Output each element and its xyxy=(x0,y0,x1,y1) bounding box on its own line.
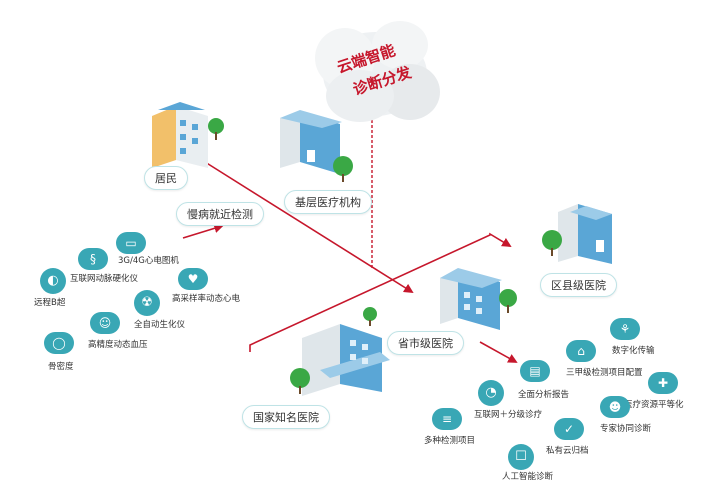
provincial-building xyxy=(363,268,517,330)
county-building xyxy=(542,204,612,264)
left-device-1: 3G/4G心电图机 xyxy=(118,256,179,266)
provincial-to-features-arrow xyxy=(479,341,518,363)
chronic-label: 慢病就近检测 xyxy=(176,202,264,226)
resident-label: 居民 xyxy=(144,166,188,190)
network-icon: ⚘ xyxy=(610,318,640,340)
right-feature-3: 全面分析报告 xyxy=(518,390,570,400)
heart-icon: ♥ xyxy=(178,268,208,290)
cloud-check-icon: ✓ xyxy=(554,418,584,440)
biohazard-icon: ☢ xyxy=(134,290,160,316)
left-device-4: 高采样率动态心电 xyxy=(172,294,241,304)
left-device-6: 高精度动态血压 xyxy=(88,340,148,350)
resident-building xyxy=(152,102,224,168)
right-feature-5: 互联网＋分级诊疗 xyxy=(474,410,543,420)
rss-icon: ◔ xyxy=(478,380,504,406)
cloud-shape xyxy=(315,21,440,122)
right-feature-9: 人工智能诊断 xyxy=(502,472,554,482)
county-label: 区县级医院 xyxy=(540,273,617,297)
resident-to-provincial-arrow xyxy=(204,161,414,294)
chronic-arrow xyxy=(182,223,224,239)
monitor-icon: ▭ xyxy=(116,232,146,254)
national-building xyxy=(290,324,390,396)
right-feature-7: 多种检测项目 xyxy=(424,436,476,446)
ai-icon: ☐ xyxy=(508,444,534,470)
provincial-label: 省市级医院 xyxy=(387,331,464,355)
right-feature-4: 医疗资源平等化 xyxy=(624,400,684,410)
dna-icon: § xyxy=(78,248,108,270)
list-icon: ≡ xyxy=(432,408,462,430)
national-label: 国家知名医院 xyxy=(242,405,330,429)
bone-icon: ◯ xyxy=(44,332,74,354)
left-device-7: 骨密度 xyxy=(48,362,74,372)
right-feature-6: 专家协同诊断 xyxy=(600,424,652,434)
left-device-5: 全自动生化仪 xyxy=(134,320,186,330)
home-icon: ⌂ xyxy=(566,340,596,362)
right-feature-8: 私有云归档 xyxy=(546,446,589,456)
ultrasound-icon: ◐ xyxy=(40,268,66,294)
left-device-2: 互联网动脉硬化仪 xyxy=(70,274,139,284)
balance-icon: ✚ xyxy=(648,372,678,394)
grassroots-label: 基层医疗机构 xyxy=(284,190,372,214)
experts-icon: ☻ xyxy=(600,396,630,418)
report-icon: ▤ xyxy=(520,360,550,382)
person-icon: ☺ xyxy=(90,312,120,334)
right-feature-1: 数字化传输 xyxy=(612,346,655,356)
right-feature-2: 三甲级检测项目配置 xyxy=(566,368,643,378)
left-device-3: 远程B超 xyxy=(34,298,66,308)
national-to-county-arrow xyxy=(249,232,512,352)
grassroots-building xyxy=(280,110,353,182)
